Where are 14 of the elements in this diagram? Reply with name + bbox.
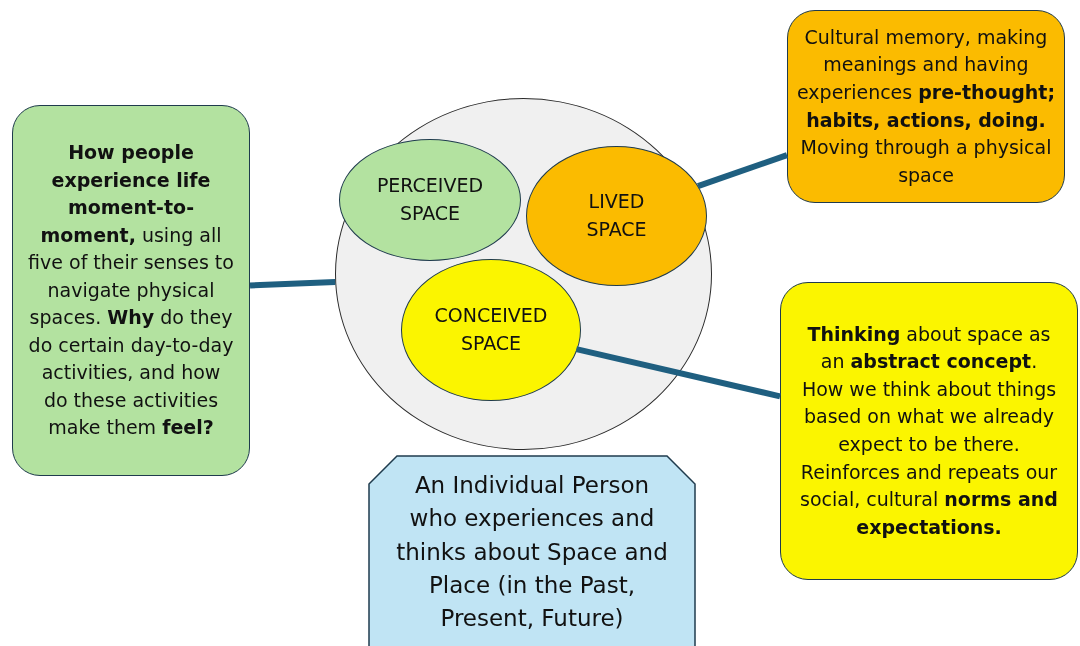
connector-line — [697, 152, 788, 189]
description-text: How people experience life moment-to-moment, using all five of their senses to navigate physical spaces. Why do they do certain day-to-day activities, and how do these activities make them feel? — [27, 140, 235, 441]
connector-line — [575, 346, 781, 400]
text-box — [12, 105, 250, 476]
space-label: PERCEIVED SPACE — [375, 173, 485, 226]
description-text: Thinking about space as an abstract concept. How we think about things based on what we already expect to be there. Reinforces and repeats our social, cultural norms and expectations. — [799, 321, 1059, 540]
text-box — [787, 10, 1065, 203]
space-label: LIVED SPACE — [585, 189, 648, 242]
description-text: Cultural memory, making meanings and having experiences pre-thought; habits, actions, doing. Moving through a physical space — [796, 24, 1056, 188]
text-box — [780, 282, 1078, 580]
space-label: CONCEIVED SPACE — [433, 303, 549, 356]
octagon-box — [368, 455, 696, 646]
description-text: An Individual Person who experiences and thinks about Space and Place (in the Past, Present, Future) — [395, 471, 669, 634]
connector-line — [249, 278, 336, 289]
